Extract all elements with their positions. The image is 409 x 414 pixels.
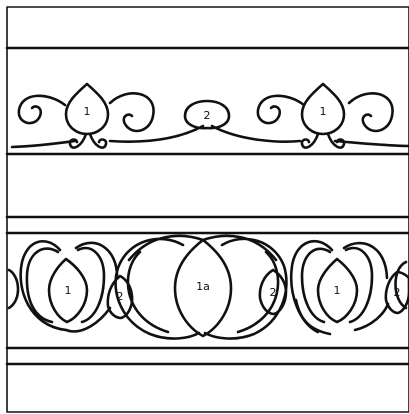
loop [291,241,332,332]
motif-label: 1 [84,105,91,118]
scroll-left [19,96,65,123]
loop [78,248,104,322]
motif-label: 1 [320,105,327,118]
scroll-right [349,93,393,131]
motif-label: 2 [270,286,277,299]
motif-label: 2 [204,109,211,122]
curl [70,134,106,148]
curl [302,134,344,148]
lobe [9,270,18,308]
motif-label: 1 [334,284,341,297]
large-arc [128,252,168,332]
scroll-left [258,96,304,123]
lobe [396,262,407,308]
outer-frame [7,7,409,412]
motif-label: 1a [196,280,210,293]
motif-label: 2 [394,286,401,299]
motif-label: 1 [65,284,72,297]
scroll-right [110,93,154,131]
vine [296,300,388,334]
motif-label: 2 [117,290,124,303]
